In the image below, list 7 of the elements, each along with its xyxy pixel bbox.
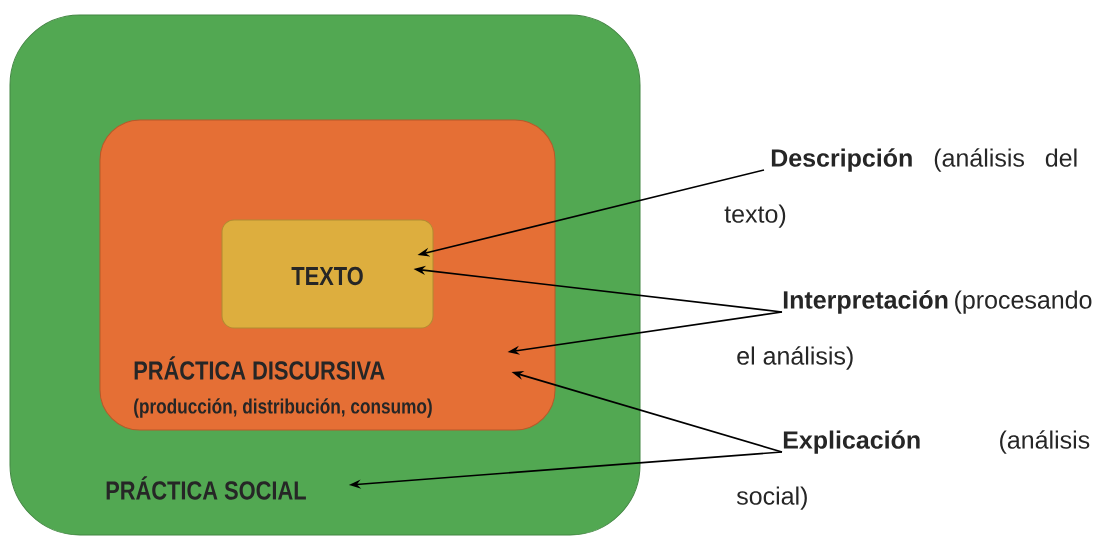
annotation-text: Interpretación (procesando el análisis) (737, 290, 1092, 370)
box-label: PRÁCTICA DISCURSIVA (134, 356, 385, 380)
box-label: (producción, distribución, consumo) (134, 398, 432, 418)
box-label: PRÁCTICA SOCIAL (106, 476, 306, 500)
annotation-text: Explicación (análisis social) (736, 430, 1090, 510)
annotation-text: Descripción (análisis del texto) (724, 148, 1077, 228)
box-label: TEXTO (291, 266, 363, 286)
